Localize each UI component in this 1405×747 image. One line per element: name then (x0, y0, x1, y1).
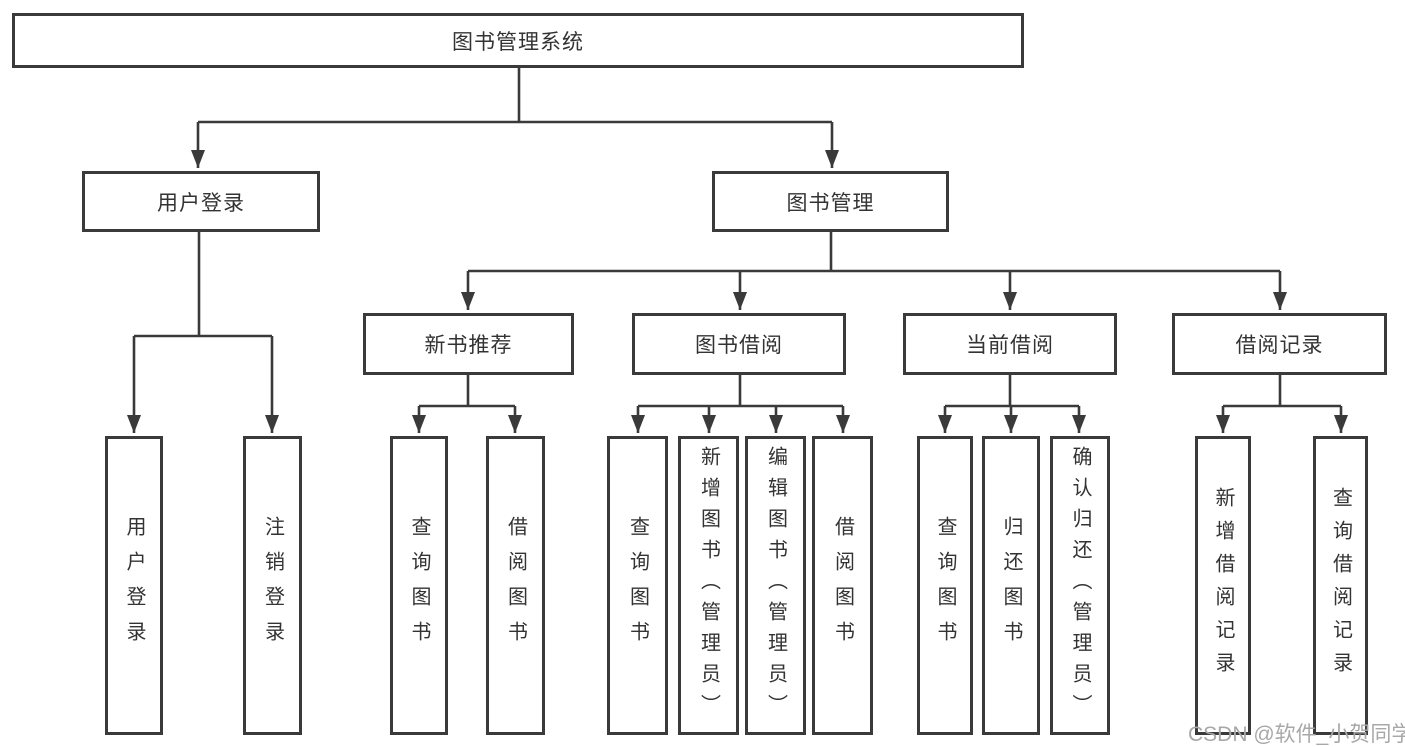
node-label: 查询图书 (626, 515, 649, 656)
node-label: 图书借阅 (695, 334, 783, 357)
node-label: 查询借阅记录 (1329, 486, 1352, 685)
leaf-edit-books-admin: 编辑图书（管理员） (745, 436, 806, 735)
node-label: 新增图书（管理员） (697, 446, 720, 725)
node-label: 查询图书 (408, 515, 430, 656)
node-label: 图书管理 (786, 191, 875, 215)
node-book-management: 图书管理 (712, 171, 949, 232)
node-label: 图书管理系统 (452, 30, 584, 54)
node-label: 确认归还（管理员） (1069, 446, 1091, 725)
leaf-query-books: 查询图书 (917, 436, 973, 735)
node-label: 用户登录 (157, 191, 245, 215)
node-label: 借阅记录 (1235, 334, 1324, 357)
leaf-query-books: 查询图书 (390, 436, 448, 735)
leaf-return-books: 归还图书 (982, 436, 1040, 735)
node-label: 新增借阅记录 (1212, 486, 1234, 685)
leaf-borrow-books: 借阅图书 (812, 436, 873, 735)
leaf-add-books-admin: 新增图书（管理员） (678, 436, 739, 735)
leaf-logout: 注销登录 (243, 436, 302, 735)
leaf-borrow-books: 借阅图书 (486, 436, 545, 735)
leaf-query-borrow-record: 查询借阅记录 (1313, 436, 1368, 735)
node-current-borrow: 当前借阅 (903, 313, 1117, 375)
node-label: 注销登录 (261, 515, 284, 656)
node-book-borrow: 图书借阅 (632, 313, 846, 375)
node-label: 新书推荐 (424, 334, 513, 357)
node-label: 归还图书 (1000, 515, 1022, 656)
leaf-user-login: 用户登录 (105, 436, 163, 735)
node-user-login: 用户登录 (82, 171, 320, 232)
csdn-watermark: CSDN @软件_小贺同学 (1188, 723, 1405, 746)
leaf-add-borrow-record: 新增借阅记录 (1195, 436, 1251, 735)
node-borrow-records: 借阅记录 (1172, 313, 1387, 375)
node-label: 借阅图书 (831, 515, 854, 656)
leaf-confirm-return-admin: 确认归还（管理员） (1050, 436, 1110, 735)
leaf-query-books: 查询图书 (607, 436, 668, 735)
node-root-system: 图书管理系统 (12, 13, 1024, 68)
node-new-book-recommend: 新书推荐 (363, 313, 574, 375)
node-label: 当前借阅 (966, 334, 1054, 357)
node-label: 用户登录 (123, 515, 145, 656)
node-label: 查询图书 (934, 515, 956, 656)
node-label: 编辑图书（管理员） (764, 446, 787, 725)
node-label: 借阅图书 (504, 515, 527, 656)
